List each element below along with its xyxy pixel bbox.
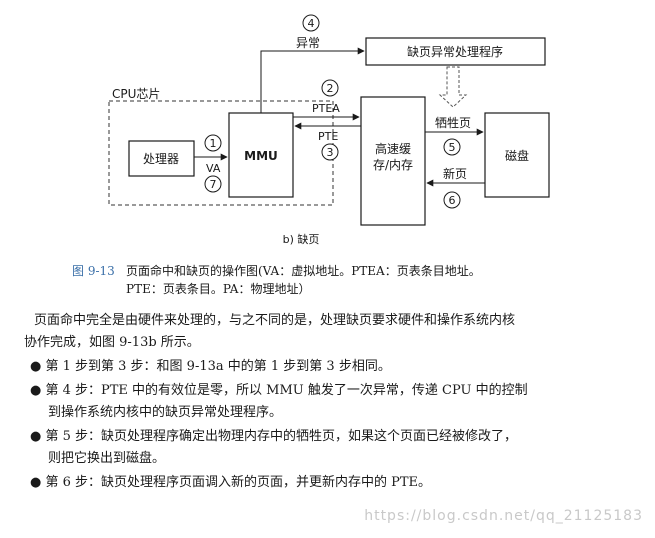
step-5-circle: [443, 138, 461, 156]
paragraph-line-2: 协作完成，如图 9-13b 所示。: [24, 335, 200, 350]
disk-label: 磁盘: [505, 148, 529, 163]
va-label: VA: [206, 162, 221, 175]
ptea-label: PTEA: [312, 102, 340, 115]
page-fault-handler-box: [365, 37, 546, 66]
cache-memory-label-line2: 存/内存: [373, 158, 413, 172]
new-page-label: 新页: [443, 166, 467, 181]
bullet-step-5-line-2: 则把它换出到磁盘。: [48, 451, 166, 466]
step-7-number: 7: [210, 178, 217, 191]
victim-page-label: 牺牲页: [435, 116, 471, 130]
mmu-label: MMU: [244, 149, 278, 163]
bullet-step-5-line-1: ● 第 5 步：缺页处理程序确定出物理内存中的牺牲页，如果这个页面已经被修改了，: [30, 429, 518, 444]
paragraph-line-1: 页面命中完全是由硬件来处理的，与之不同的是，处理缺页要求硬件和操作系统内核: [34, 313, 516, 328]
step-1-circle: [204, 134, 222, 152]
step-2-circle: [321, 79, 339, 97]
step-4-circle: [302, 14, 320, 32]
cache-memory-label-line1: 高速缓: [375, 141, 411, 156]
step-6-number: 6: [449, 194, 456, 207]
step-3-number: 3: [327, 146, 334, 159]
disk-box: [484, 112, 550, 198]
mmu-box: [228, 112, 294, 198]
cpu-chip-label: CPU芯片: [112, 87, 160, 101]
processor-label: 处理器: [143, 152, 179, 166]
step-4-number: 4: [308, 17, 315, 30]
figure-number: 图 9-13: [72, 264, 115, 278]
watermark-url: https://blog.csdn.net/qq_21125183: [364, 508, 643, 524]
bullet-step-6: ● 第 6 步：缺页处理程序页面调入新的页面，并更新内存中的 PTE。: [30, 475, 432, 490]
exception-arrow: [260, 47, 365, 113]
caption-line-2: PTE：页表条目。PA：物理地址）: [126, 282, 311, 296]
pte-label: PTE: [318, 130, 338, 143]
bullet-step-1-3: ● 第 1 步到第 3 步：和图 9-13a 中的第 1 步到第 3 步相同。: [30, 359, 391, 374]
step-1-number: 1: [210, 137, 217, 150]
handler-to-disk-arrow: [438, 66, 468, 108]
bullet-step-4-line-1: ● 第 4 步：PTE 中的有效位是零，所以 MMU 触发了一次异常，传递 CP…: [30, 383, 528, 398]
processor-box: [128, 140, 195, 177]
step-3-circle: [321, 143, 339, 161]
step-2-number: 2: [327, 82, 334, 95]
bullet-step-4-line-2: 到操作系统内核中的缺页异常处理程序。: [48, 405, 283, 420]
page-fault-diagram: CPU芯片 处理器 MMU 高速缓 存/内存 缺页异常处理程序 磁盘 异常 4 …: [108, 14, 550, 246]
page-fault-handler-label: 缺页异常处理程序: [407, 44, 503, 59]
exception-label: 异常: [296, 36, 320, 50]
step-5-number: 5: [449, 141, 456, 154]
step-7-circle: [204, 175, 222, 193]
step-6-circle: [443, 191, 461, 209]
cache-memory-box: [360, 96, 426, 226]
subfigure-caption: b) 缺页: [283, 232, 320, 246]
caption-line-1: 页面命中和缺页的操作图(VA：虚拟地址。PTEA：页表条目地址。: [126, 264, 481, 278]
